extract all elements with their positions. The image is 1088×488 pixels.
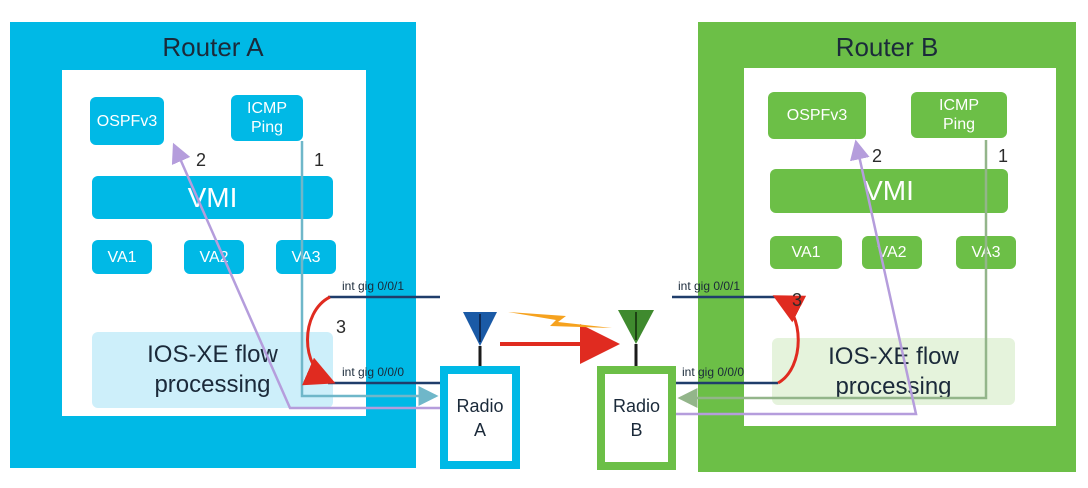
router-b-ospfv3: OSPFv3 xyxy=(768,92,866,139)
router-a-int-top-label: int gig 0/0/1 xyxy=(342,279,405,293)
router-a-icmp-ping: ICMP Ping xyxy=(231,95,303,141)
router-a-ospf-path xyxy=(171,142,440,410)
router-b-title: Router B xyxy=(835,32,939,62)
router-b-step-1: 1 xyxy=(998,146,1009,166)
router-b-int-bottom-label: int gig 0/0/0 xyxy=(682,365,745,379)
lightning-bolt-icon xyxy=(508,312,612,328)
antenna-icon xyxy=(618,310,654,366)
router-b-loop-arrow xyxy=(772,295,807,385)
router-b-step-3: 3 xyxy=(792,290,803,310)
router-a-title: Router A xyxy=(162,32,264,62)
router-b-step-2: 2 xyxy=(872,146,883,166)
router-a-vmi: VMI xyxy=(92,176,333,219)
router-a-step-3: 3 xyxy=(336,317,347,337)
router-b-va1: VA1 xyxy=(770,236,842,269)
router-b-flow-processing: IOS-XE flow processing xyxy=(772,338,1015,405)
router-b-int-top-label: int gig 0/0/1 xyxy=(678,279,741,293)
antenna-icon xyxy=(463,312,497,366)
radio-a: Radio A xyxy=(440,366,520,469)
router-a-ospfv3: OSPFv3 xyxy=(90,97,164,145)
router-a-loop-arrow xyxy=(302,295,336,386)
router-a-va3: VA3 xyxy=(276,240,336,274)
radio-b: Radio B xyxy=(597,366,676,470)
router-b-icmp-path xyxy=(677,140,988,408)
router-b-icmp-ping: ICMP Ping xyxy=(911,92,1007,138)
router-b-ospf-path xyxy=(676,139,918,416)
router-a-int-bottom-label: int gig 0/0/0 xyxy=(342,365,405,379)
router-a-icmp-path xyxy=(300,141,439,406)
router-b-va2: VA2 xyxy=(862,236,922,269)
router-a-step-2: 2 xyxy=(196,150,207,170)
router-b-vmi: VMI xyxy=(770,169,1008,213)
router-a-step-1: 1 xyxy=(314,150,325,170)
router-a-flow-processing: IOS-XE flow processing xyxy=(92,332,333,408)
router-a-va1: VA1 xyxy=(92,240,152,274)
